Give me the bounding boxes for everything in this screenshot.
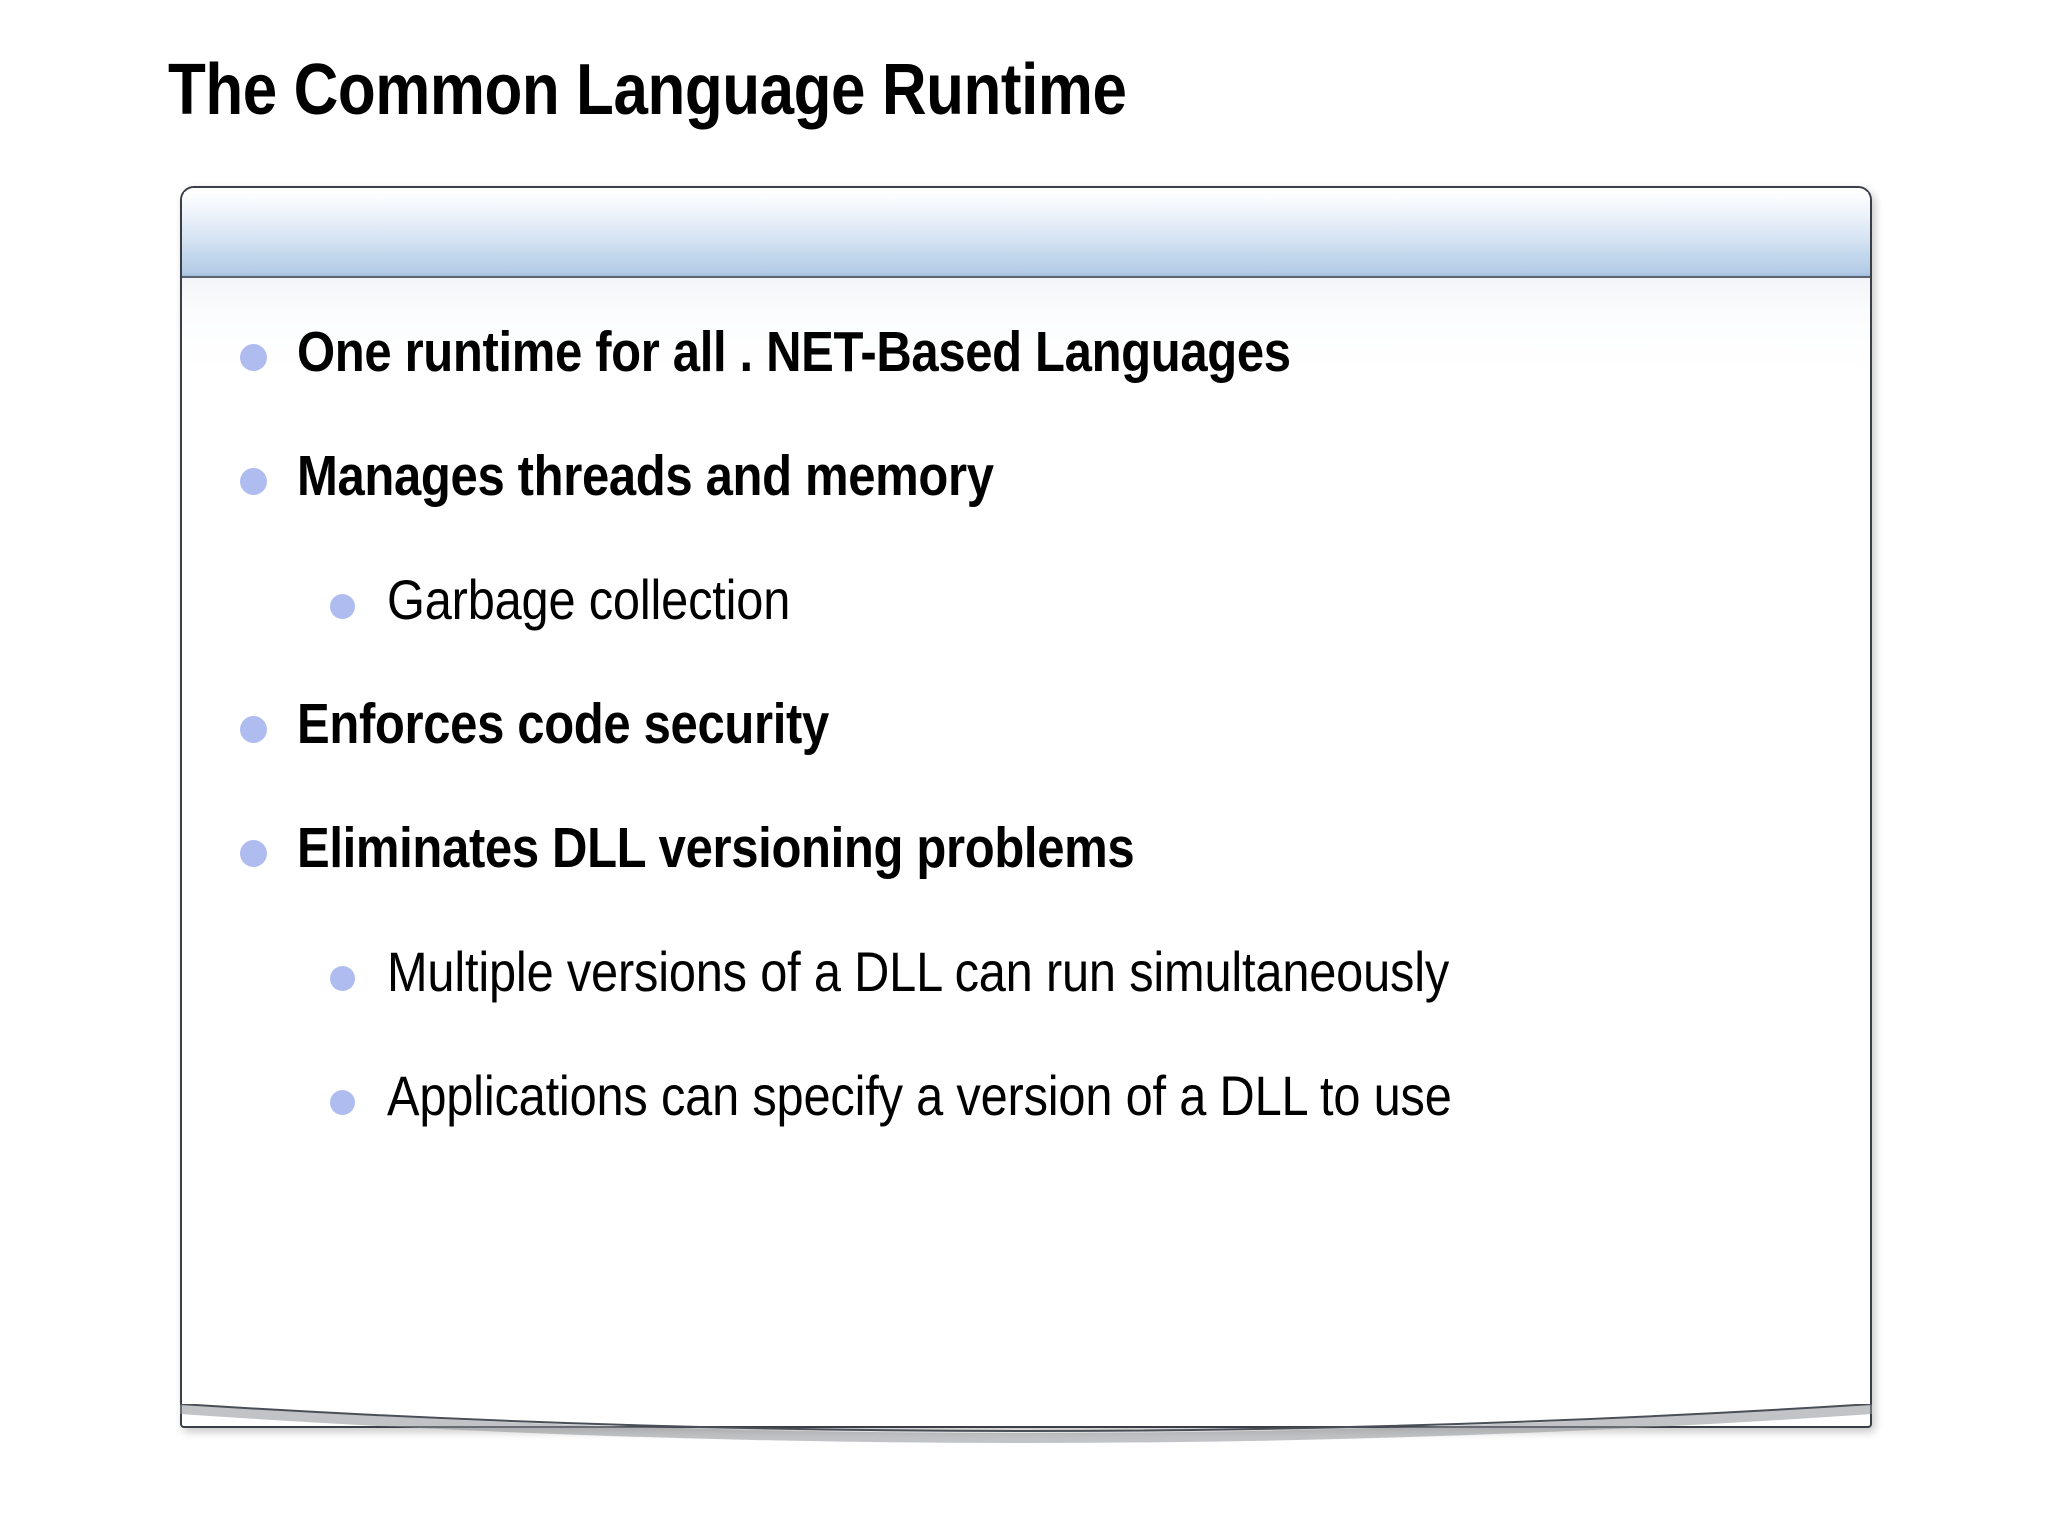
list-item-label: One runtime for all . NET-Based Language…: [297, 320, 1291, 384]
content-box-body: One runtime for all . NET-Based Language…: [182, 278, 1870, 1426]
sub-list-item: Garbage collection: [222, 562, 1830, 686]
content-box-header-bar: [182, 188, 1870, 278]
list-item: Manages threads and memory: [222, 438, 1830, 562]
sub-list-item-label: Applications can specify a version of a …: [387, 1064, 1452, 1127]
sub-list-item-label: Multiple versions of a DLL can run simul…: [387, 940, 1450, 1003]
bullet-dot-icon: [240, 344, 267, 371]
sub-list-item: Multiple versions of a DLL can run simul…: [222, 934, 1830, 1058]
page-title: The Common Language Runtime: [168, 50, 1127, 130]
list-item-label: Enforces code security: [297, 692, 829, 756]
bullet-dot-icon: [240, 716, 267, 743]
bullet-dot-icon: [330, 594, 355, 619]
list-item-label: Manages threads and memory: [297, 444, 994, 508]
bullet-dot-icon: [240, 468, 267, 495]
list-item-label: Eliminates DLL versioning problems: [297, 816, 1135, 880]
content-placeholder-box: One runtime for all . NET-Based Language…: [180, 186, 1872, 1428]
list-item: One runtime for all . NET-Based Language…: [222, 314, 1830, 438]
list-item: Enforces code security: [222, 686, 1830, 810]
sub-list-item: Applications can specify a version of a …: [222, 1058, 1830, 1182]
bullet-dot-icon: [240, 840, 267, 867]
bullet-list: One runtime for all . NET-Based Language…: [222, 314, 1830, 1182]
bullet-dot-icon: [330, 966, 355, 991]
list-item: Eliminates DLL versioning problems: [222, 810, 1830, 934]
sub-list-item-label: Garbage collection: [387, 568, 791, 631]
bullet-dot-icon: [330, 1090, 355, 1115]
